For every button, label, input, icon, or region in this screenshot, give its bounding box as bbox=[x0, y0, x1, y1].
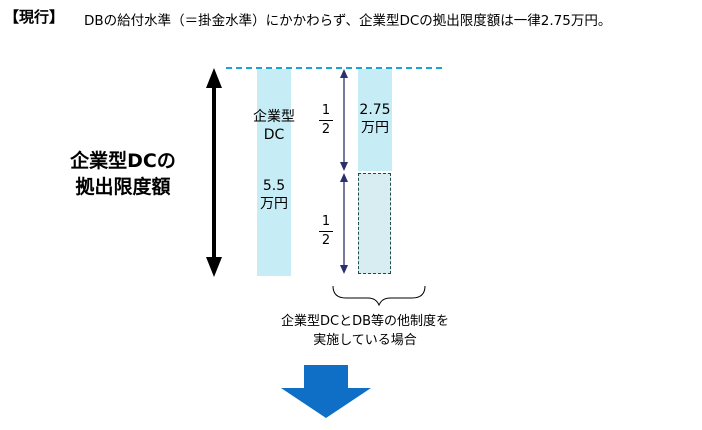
upper-half-dimension-arrow bbox=[340, 69, 348, 171]
fraction-upper-denominator: 2 bbox=[321, 122, 331, 137]
dc-half-amount-value: 2.75 bbox=[359, 102, 391, 118]
contribution-limit-line2: 拠出限度額 bbox=[75, 176, 171, 198]
dc-half-amount-unit: 万円 bbox=[361, 120, 389, 136]
fraction-upper-bar bbox=[319, 120, 333, 121]
dc-half-amount: 2.75 万円 bbox=[348, 101, 402, 137]
down-arrow-icon bbox=[281, 365, 371, 418]
fraction-lower-bar bbox=[319, 231, 333, 232]
corporate-dc-amount-unit: 万円 bbox=[260, 196, 288, 212]
brace-caption: 企業型DCとDB等の他制度を 実施している場合 bbox=[270, 312, 460, 350]
fraction-lower-denominator: 2 bbox=[321, 233, 331, 248]
corporate-dc-amount-value: 5.5 bbox=[262, 178, 286, 194]
top-guide-line bbox=[226, 67, 442, 69]
fraction-upper-numerator: 1 bbox=[321, 103, 331, 118]
dc-half-bar bbox=[358, 69, 392, 171]
other-plan-half-box bbox=[358, 173, 391, 274]
brace-icon bbox=[332, 285, 426, 307]
corporate-dc-label-line2: DC bbox=[263, 127, 285, 143]
fraction-lower-numerator: 1 bbox=[321, 214, 331, 229]
fraction-lower: 1 2 bbox=[316, 214, 336, 249]
total-limit-double-arrow bbox=[206, 68, 222, 277]
fraction-upper: 1 2 bbox=[316, 103, 336, 138]
corporate-dc-amount: 5.5 万円 bbox=[244, 177, 304, 213]
brace-caption-line1: 企業型DCとDB等の他制度を bbox=[280, 314, 450, 329]
contribution-limit-line1: 企業型DCの bbox=[70, 150, 176, 172]
corporate-dc-bar bbox=[257, 69, 291, 276]
corporate-dc-bar-label: 企業型 DC bbox=[244, 108, 304, 144]
header-tag: 【現行】 bbox=[4, 8, 65, 26]
lower-half-dimension-arrow bbox=[340, 173, 348, 274]
corporate-dc-label-line1: 企業型 bbox=[253, 109, 295, 125]
contribution-limit-label: 企業型DCの 拠出限度額 bbox=[58, 148, 188, 200]
header-text: DBの給付水準（＝掛金水準）にかかわらず、企業型DCの拠出限度額は一律2.75万… bbox=[84, 13, 612, 29]
brace-caption-line2: 実施している場合 bbox=[313, 333, 417, 348]
